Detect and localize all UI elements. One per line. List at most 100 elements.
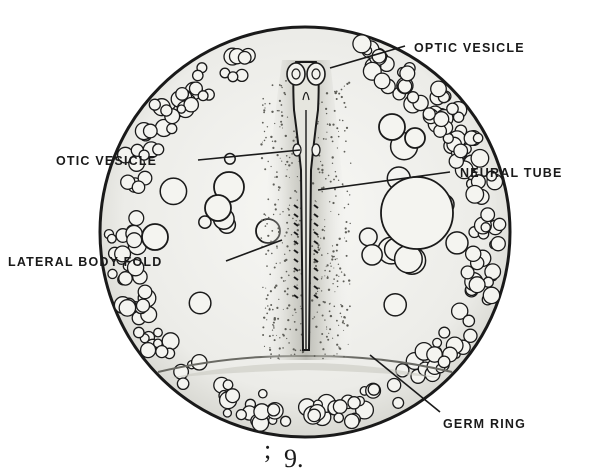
stipple-dot [274,317,276,319]
stipple-dot [261,157,263,159]
stipple-dot [311,245,313,247]
label-lateral-body-fold: LATERAL BODY FOLD [8,255,162,269]
stipple-dot [326,336,328,338]
stipple-dot [346,83,348,85]
stipple-dot [267,126,268,127]
stipple-dot [279,354,280,355]
stipple-dot [322,172,324,174]
yolk-droplet [454,144,468,158]
yolk-droplet [405,128,425,148]
stipple-dot [274,140,276,142]
stipple-dot [266,313,268,315]
stipple-dot [279,347,281,349]
stipple-dot [278,189,280,191]
stipple-dot [291,354,292,355]
stipple-dot [323,187,325,189]
yolk-droplet [154,328,163,337]
yolk-droplet [463,315,474,326]
stipple-dot [266,223,268,225]
stipple-dot [321,101,323,103]
yolk-droplet [167,124,177,134]
stipple-dot [288,275,290,277]
stipple-dot [289,177,290,178]
stipple-dot [282,211,283,212]
stipple-dot [295,312,296,313]
stipple-dot [342,322,344,324]
stipple-dot [262,142,263,143]
stipple-dot [334,291,335,292]
stipple-dot [272,141,273,142]
stipple-dot [317,291,318,292]
stipple-dot [344,238,345,239]
stipple-dot [279,337,280,338]
stipple-dot [273,214,274,215]
stipple-dot [274,123,275,124]
stipple-dot [288,209,290,211]
stipple-dot [344,86,345,87]
yolk-droplet [461,266,474,279]
yolk-droplet [184,98,198,112]
stipple-dot [269,274,271,276]
stipple-dot [313,253,315,255]
yolk-droplet [447,103,458,114]
stipple-dot [341,305,343,307]
stipple-dot [300,350,302,352]
stipple-dot [286,271,288,273]
stipple-dot [339,119,340,120]
stipple-dot [285,135,287,137]
stipple-dot [319,172,321,174]
stipple-dot [281,277,283,279]
stipple-dot [283,334,285,336]
stipple-dot [278,110,280,112]
stipple-dot [334,110,336,112]
stipple-dot [338,214,339,215]
stipple-dot [270,304,272,306]
stipple-dot [322,229,324,231]
stipple-dot [262,104,264,106]
stipple-dot [265,137,267,139]
yolk-droplet [483,287,499,303]
yolk-droplet [236,410,246,420]
stipple-dot [340,313,342,315]
stipple-dot [333,179,335,181]
stipple-dot [269,335,271,337]
stipple-dot [276,245,278,247]
stipple-dot [341,271,342,272]
yolk-droplet [259,390,267,398]
stipple-dot [264,140,266,142]
stipple-dot [324,319,325,320]
yolk-droplet [438,356,450,368]
stipple-dot [262,287,263,288]
stipple-dot [290,197,292,199]
stipple-dot [273,325,275,327]
stipple-dot [327,253,328,254]
stipple-dot [269,103,271,105]
stipple-dot [335,92,337,94]
stipple-dot [338,93,340,95]
stipple-dot [332,163,333,164]
stipple-dot [315,293,317,295]
stipple-dot [317,168,319,170]
stipple-dot [338,276,339,277]
stipple-dot [263,112,265,114]
stipple-dot [328,333,329,334]
stipple-dot [264,107,265,108]
yolk-droplet [189,292,211,314]
stipple-dot [267,235,269,237]
stipple-dot [278,231,280,233]
stipple-dot [336,258,337,259]
stipple-dot [330,136,332,138]
yolk-droplet [374,73,390,89]
stipple-dot [321,276,322,277]
stipple-dot [332,338,333,339]
yolk-droplet [177,105,185,113]
stipple-dot [276,307,278,309]
stipple-dot [297,200,298,201]
stipple-dot [343,330,344,331]
stipple-dot [333,268,334,269]
stipple-dot [297,236,299,238]
stipple-dot [284,260,286,262]
stipple-dot [292,315,293,316]
stipple-dot [313,261,315,263]
stipple-dot [332,283,333,284]
